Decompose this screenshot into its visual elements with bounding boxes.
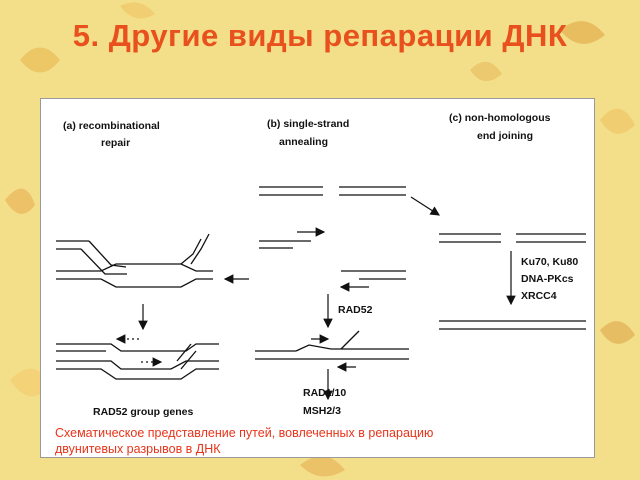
panel-b-heading-line1: (b) single-strand: [267, 118, 349, 130]
panel-c-heading-line2: end joining: [477, 130, 533, 142]
caption-line2: двунитевых разрывов в ДНК: [55, 442, 221, 456]
hr-strand-invasion: [56, 233, 213, 288]
ssa-broken-duplex: [259, 186, 406, 196]
leaf-shape: [600, 321, 635, 344]
dna-repair-pathways-diagram: (a) recombinational repair (b) single-st…: [55, 112, 586, 456]
leaf-shape: [120, 2, 155, 19]
label-rad52: RAD52: [338, 304, 373, 316]
leaf-shape: [560, 21, 605, 44]
label-msh2-3: MSH2/3: [303, 405, 341, 417]
diagram-panel: (a) recombinational repair (b) single-st…: [40, 98, 595, 458]
panel-a-heading-line2: repair: [101, 137, 130, 149]
label-rad1-10: RAD1/10: [303, 387, 346, 399]
caption-line1: Схематическое представление путей, вовле…: [55, 426, 433, 440]
label-ku70-ku80: Ku70, Ku80: [521, 256, 578, 268]
panel-a-heading-line1: (a) recombinational: [63, 120, 160, 132]
label-rad52-group-genes: RAD52 group genes: [93, 406, 194, 418]
hr-holliday-junction: [56, 334, 219, 380]
panel-c-heading-line1: (c) non-homologous: [449, 112, 551, 124]
nhej-broken-duplex: [439, 233, 586, 243]
label-dna-pkcs: DNA-PKcs: [521, 273, 574, 285]
nhej-repaired-duplex: [439, 320, 586, 330]
leaf-shape: [470, 61, 502, 82]
panel-b-heading-line2: annealing: [279, 136, 328, 148]
leaf-shape: [20, 47, 60, 73]
ssa-annealed-intermediate: [255, 330, 409, 372]
arrow-to-nhej: [410, 196, 441, 216]
leaf-shape: [300, 456, 345, 477]
leaf-shape: [600, 108, 635, 134]
ssa-resected-ends: [259, 227, 406, 292]
slide-title: 5. Другие виды репарации ДНК: [72, 18, 568, 53]
label-xrcc4: XRCC4: [521, 290, 557, 302]
leaf-shape: [5, 188, 35, 214]
